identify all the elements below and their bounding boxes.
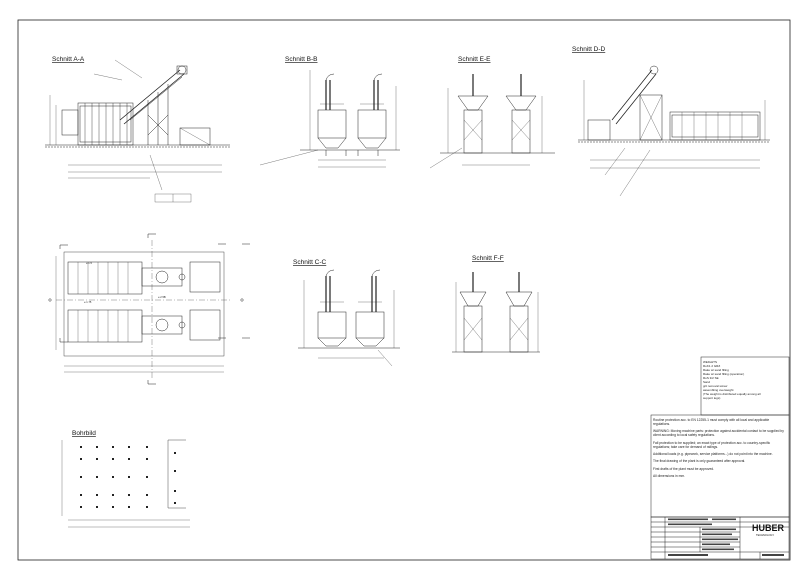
weights-line2: Rake w/ sand filling [703, 368, 729, 372]
view-section-c [298, 269, 400, 367]
title-block-text [668, 518, 784, 556]
section-title-d: Schnitt D-D [572, 46, 606, 53]
sheet-border [17, 19, 791, 561]
note-5: The final drawing of the plant is only g… [653, 459, 746, 464]
notes-box: Routine protection acc. to EN 12255-1 mu… [653, 418, 787, 481]
plan-label-phi1: ⌀ 1.5 [86, 261, 92, 265]
note-7: All dimensions in mm. [653, 473, 686, 478]
huber-subtitle: TECHNOLOGY [756, 533, 774, 537]
plan-label-phi2: ⌀ 1.75 [84, 300, 92, 304]
view-section-e [429, 74, 555, 169]
view-section-b [259, 70, 400, 168]
section-title-c: Schnitt C-C [293, 259, 327, 266]
view-section-d [578, 65, 770, 197]
weights-line6: grit removal screw [703, 384, 728, 388]
weights-line5: Sand [703, 380, 711, 384]
weights-line3: Rake w/ sand filling (operation) [703, 372, 745, 376]
weights-line4: RoS 3/2 SE [703, 376, 719, 380]
note-1: Routine protection acc. to EN 12255-1 mu… [653, 418, 770, 427]
view-bohrbild [61, 439, 190, 528]
weights-box: WEIGHTS RoK1 2 GRZ Rake w/ sand filling … [703, 360, 787, 414]
note-2: WARNING: Moving machine parts: protectio… [653, 429, 784, 438]
weights-line7: assembling overweight [703, 388, 734, 392]
weights-line1: RoK1 2 GRZ [703, 364, 721, 368]
note-3: Fall protection to be supplied; an exact… [653, 440, 771, 449]
weights-line9: support legs) [703, 396, 721, 400]
title-block [650, 516, 790, 560]
huber-logo: HUBER [752, 523, 785, 533]
bohrbild-holes [80, 446, 176, 508]
note-4: Additional loads (e.g. pipework, service… [653, 452, 773, 457]
section-title-e: Schnitt E-E [458, 56, 491, 63]
weights-line8: (The weight is distributed equally among… [703, 392, 761, 396]
section-title-bohrbild: Bohrbild [72, 430, 96, 437]
plan-label-phi3: ⌀ 2.5B [158, 295, 166, 299]
view-section-f [452, 272, 540, 353]
note-6: First drafts of the plant must be approv… [653, 466, 715, 471]
weights-title: WEIGHTS [703, 360, 717, 364]
section-title-a: Schnitt A-A [52, 56, 85, 63]
view-plan [48, 233, 250, 385]
section-title-f: Schnitt F-F [472, 255, 504, 262]
view-section-a [45, 59, 230, 203]
section-title-b: Schnitt B-B [285, 56, 318, 63]
